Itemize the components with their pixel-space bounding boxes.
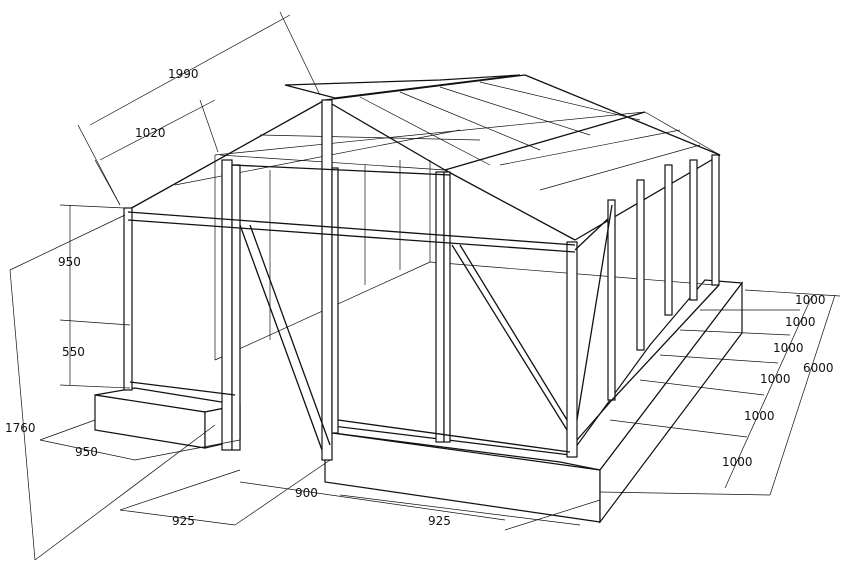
dim-front-right-width: 925 <box>428 514 451 528</box>
roof <box>127 74 721 241</box>
dim-half-width: 1020 <box>135 126 166 140</box>
dim-front-left-width: 925 <box>172 514 195 528</box>
dim-bay-1: 1000 <box>795 293 826 307</box>
dim-bay-5: 1000 <box>744 409 775 423</box>
dim-bay-4: 1000 <box>760 372 791 386</box>
dim-upper-wall-height: 950 <box>58 255 81 269</box>
dimension-lines <box>9 11 841 561</box>
dim-door-width: 900 <box>295 486 318 500</box>
dim-bay-2: 1000 <box>785 315 816 329</box>
dim-total-length: 6000 <box>803 361 834 375</box>
dim-gable-width: 1990 <box>168 67 199 81</box>
front-frame <box>123 99 720 461</box>
dim-bay-6: 1000 <box>722 455 753 469</box>
dim-total-height: 1760 <box>5 421 36 435</box>
dim-base-height: 950 <box>75 445 98 459</box>
dim-lower-wall-height: 550 <box>62 345 85 359</box>
dim-bay-3: 1000 <box>773 341 804 355</box>
